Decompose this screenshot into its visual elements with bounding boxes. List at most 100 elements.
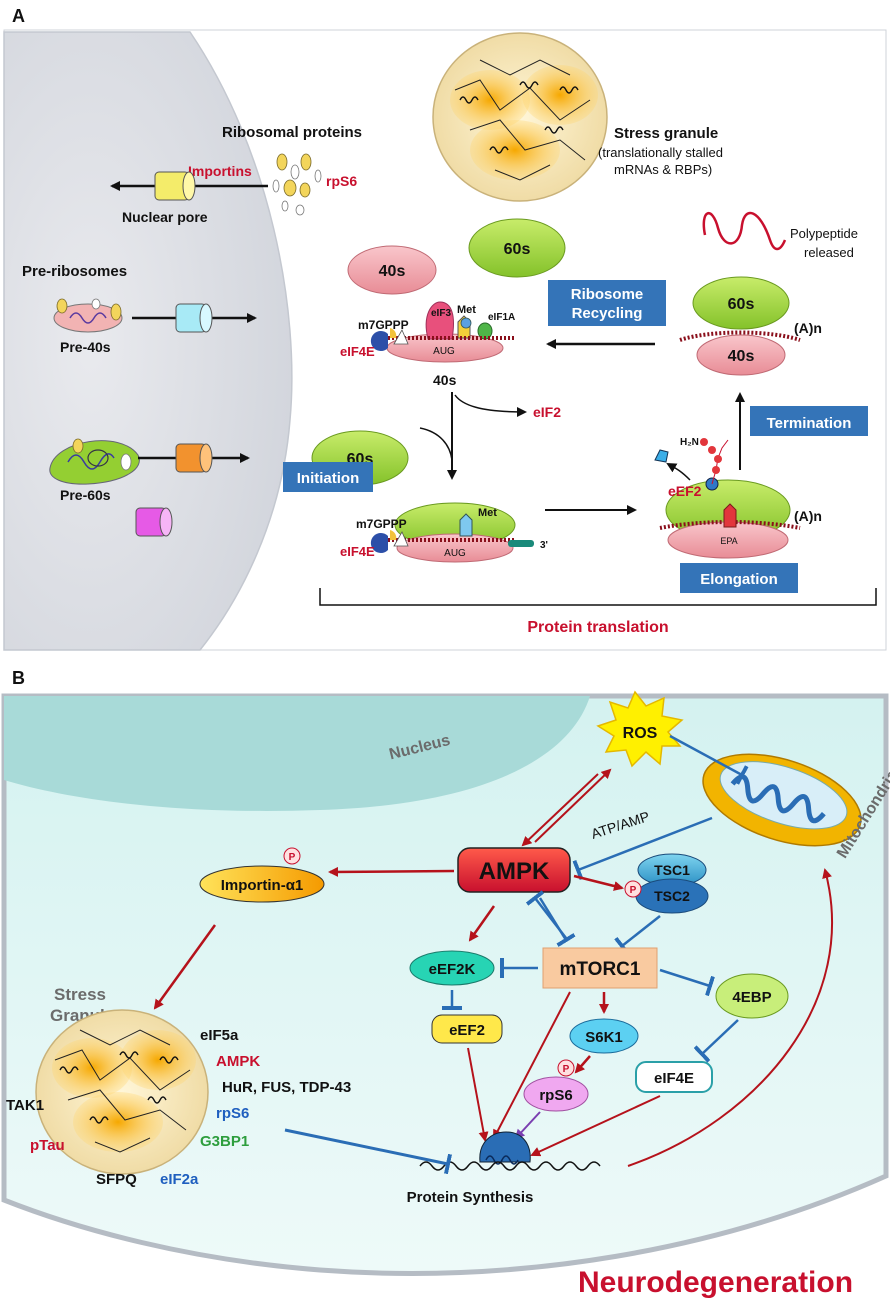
eef2-label-a: eEF2 <box>668 483 702 499</box>
three-prime-label: 3' <box>540 540 548 551</box>
importin-to-sg-arrow <box>153 924 217 1010</box>
pre-40s-label: Pre-40s <box>60 339 111 355</box>
rps6-label-b: rpS6 <box>539 1087 572 1104</box>
eef2-to-synthesis-arrow <box>467 1047 489 1142</box>
pre-60s-particle <box>49 438 140 485</box>
initiation-label: Initiation <box>297 470 360 487</box>
ribosome-60s-free: 60s <box>468 218 566 278</box>
nuclear-pore-orange <box>175 443 213 473</box>
mtorc1-inhibits-4ebp <box>659 968 715 997</box>
an-label-termination: (A)n <box>794 320 822 336</box>
ampk-node: AMPK <box>457 847 571 893</box>
m7gppp-label-2: m7GPPP <box>356 517 407 531</box>
ribosomal-proteins-label: Ribosomal proteins <box>222 124 362 141</box>
ros-label: ROS <box>623 725 658 742</box>
mtorc1-label: mTORC1 <box>560 959 641 980</box>
eif4e-label-a1: eIF4E <box>340 344 375 359</box>
epa-label: EPA <box>720 536 737 546</box>
ampk-to-ros-arrow <box>534 768 612 843</box>
polypeptide-label-2: released <box>804 245 854 260</box>
ribosome-recycling-box: Ribosome Recycling <box>548 280 666 326</box>
tsc-complex: TSC1 TSC2 P <box>624 853 709 914</box>
4ebp-label: 4EBP <box>732 989 771 1006</box>
rps6-node: rpS6 P <box>523 1059 589 1112</box>
pre-60s-label: Pre-60s <box>60 487 111 503</box>
ribosome-60s-free-label: 60s <box>504 241 531 258</box>
terminated-60s-label: 60s <box>728 296 755 313</box>
terminated-40s-label: 40s <box>728 348 755 365</box>
rps6-to-synthesis-arrow <box>514 1111 541 1140</box>
sg-inhibits-synthesis <box>284 1128 452 1175</box>
ribosome-40s-free: 40s <box>347 245 437 295</box>
nucleus-b-shape <box>4 696 590 811</box>
pre-ribosomes-label: Pre-ribosomes <box>22 263 127 280</box>
protein-synthesis-label: Protein Synthesis <box>407 1189 534 1206</box>
importin-p-label: P <box>289 852 296 863</box>
s6k1-to-rps6-arrow <box>574 1055 591 1074</box>
stress-granule-a-title: Stress granule <box>614 125 718 142</box>
tsc-inhibits-mtorc1 <box>614 915 661 956</box>
protein-translation-bracket <box>319 588 877 606</box>
neurodegeneration-label: Neurodegeneration <box>578 1266 853 1299</box>
m7gppp-label-1: m7GPPP <box>358 318 409 332</box>
sg-eif5a-label: eIF5a <box>200 1027 239 1044</box>
rps6-label-a: rpS6 <box>326 173 357 189</box>
eif4e-node: eIF4E <box>635 1061 713 1093</box>
ampk-to-tsc-arrow <box>573 874 624 891</box>
ampk-label: AMPK <box>479 858 550 885</box>
sg-ptau-label: pTau <box>30 1137 65 1154</box>
stress-granule-b <box>35 1009 209 1175</box>
ribosome-40s-free-label: 40s <box>379 263 406 280</box>
ribosome-recycling-label-1: Ribosome <box>571 286 644 303</box>
elongation-box: Elongation <box>680 563 798 593</box>
sg-rps6-label: rpS6 <box>216 1105 249 1122</box>
met-label-a1: Met <box>457 304 476 316</box>
ampk-to-eef2k-arrow <box>468 905 496 942</box>
mtorc1-node: mTORC1 <box>542 947 658 989</box>
preinitiation-complex <box>370 301 515 363</box>
aug-label-1: AUG <box>433 346 455 357</box>
terminated-ribosome: 60s 40s <box>679 276 801 376</box>
polypeptide-squiggle <box>702 211 787 251</box>
stress-granule-a <box>432 32 608 202</box>
ros-inhibits-mito <box>669 734 749 785</box>
initiation-80s-complex <box>370 502 534 563</box>
s6k1-node: S6K1 <box>569 1018 639 1054</box>
ros-to-ampk-arrow <box>521 773 599 847</box>
eef2k-label: eEF2K <box>429 961 476 978</box>
stress-granule-a-sub2: mRNAs & RBPs) <box>614 162 712 177</box>
nuclear-pore-yellow <box>154 171 196 201</box>
nuclear-pore-cyan <box>175 303 213 333</box>
sg-hur-label: HuR, FUS, TDP-43 <box>222 1079 351 1096</box>
initiation-box: Initiation <box>283 462 373 492</box>
mtorc1-inhibits-ampk <box>525 890 567 939</box>
s40-under-label: 40s <box>433 372 457 388</box>
protein-translation-label: Protein translation <box>527 619 668 636</box>
eef2k-node: eEF2K <box>409 950 495 986</box>
sg-tak1-label: TAK1 <box>6 1097 44 1114</box>
panel-a-label: A <box>12 6 25 26</box>
nuclear-pore-label: Nuclear pore <box>122 209 208 225</box>
4ebp-inhibits-eif4e <box>693 1019 739 1063</box>
eif1a-label: eIF1A <box>488 312 515 323</box>
elongation-label: Elongation <box>700 571 778 588</box>
4ebp-node: 4EBP <box>715 973 789 1019</box>
tsc1-label: TSC1 <box>654 862 690 878</box>
pre-40s-particle <box>53 298 123 333</box>
aug-label-2: AUG <box>444 548 466 559</box>
stress-granule-b-label-1: Stress <box>54 985 106 1004</box>
eif2-release-arrow <box>454 394 527 417</box>
an-label-elongation: (A)n <box>794 508 822 524</box>
rp-particles <box>272 153 322 216</box>
importin-node: Importin-α1 P <box>199 847 325 903</box>
ribosome-recycling-label-2: Recycling <box>572 305 643 322</box>
mito-inhibits-ampk <box>572 816 713 881</box>
met-label-a2: Met <box>478 507 497 519</box>
rps6-p-label: P <box>563 1064 570 1075</box>
polypeptide-label-1: Polypeptide <box>790 226 858 241</box>
joining-arrow <box>419 427 453 461</box>
eif4e-label-a2: eIF4E <box>340 544 375 559</box>
elongation-complex <box>654 438 801 559</box>
